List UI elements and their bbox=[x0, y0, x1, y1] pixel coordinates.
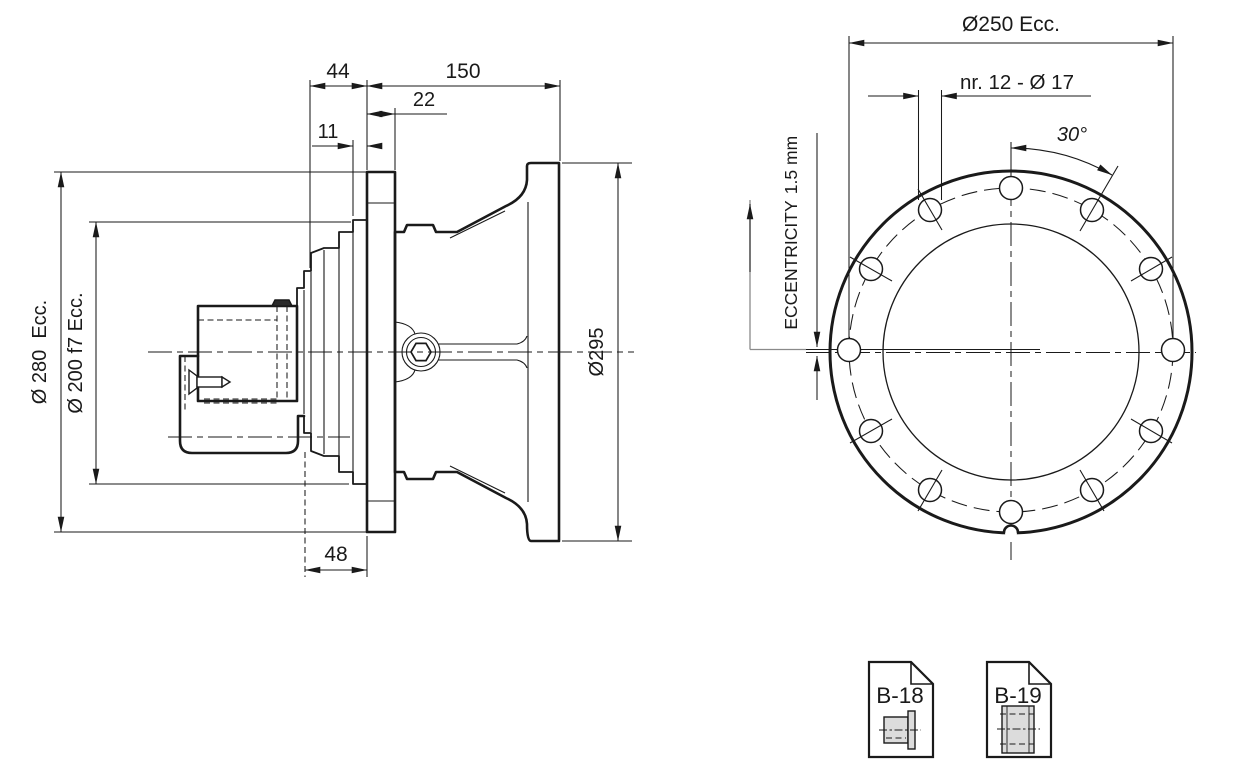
step-profile-upper bbox=[296, 219, 367, 306]
page-fold-icon bbox=[1028, 662, 1051, 685]
hub-hidden-lines bbox=[184, 306, 288, 412]
dim-label-11: 11 bbox=[318, 121, 339, 143]
dim-label-holes: nr. 12 - Ø 17 bbox=[960, 71, 1074, 94]
dim-label-d280: Ø 280 Ecc. bbox=[29, 300, 51, 405]
eccentric-hub-section bbox=[196, 304, 299, 403]
hole-radial-marks bbox=[849, 165, 1173, 512]
bell-housing-outline bbox=[393, 161, 561, 543]
side-view-dimensions: 44 150 22 11 48 Ø 280 Ecc. Ø 200 f7 Ecc.… bbox=[29, 60, 632, 577]
page-fold-icon bbox=[910, 662, 933, 685]
dim-label-d295: Ø295 bbox=[586, 328, 608, 377]
retaining-ring-tab bbox=[270, 299, 294, 307]
bolt-hole bbox=[836, 337, 862, 363]
eccentricity-label: ECCENTRICITY bbox=[781, 200, 801, 330]
dim-arc-30deg bbox=[1010, 144, 1113, 176]
dim-label-150: 150 bbox=[445, 60, 480, 83]
front-view: Ø250 Ecc. nr. 12 - Ø 17 30° ECCENTRICITY… bbox=[746, 13, 1196, 560]
flange-inner-circle bbox=[882, 223, 1140, 481]
dim-label-22: 22 bbox=[413, 89, 435, 111]
front-view-dimensions: Ø250 Ecc. nr. 12 - Ø 17 30° ECCENTRICITY… bbox=[781, 13, 1174, 400]
notch-mask bbox=[1005, 527, 1017, 539]
hex-screw-boss bbox=[394, 321, 528, 383]
bolt-hole bbox=[1160, 337, 1186, 363]
reference-page-b19[interactable]: B-19 bbox=[985, 660, 1053, 759]
side-view: 44 150 22 11 48 Ø 280 Ecc. Ø 200 f7 Ecc.… bbox=[29, 60, 634, 577]
bell-inner-wall-top bbox=[449, 210, 506, 239]
reference-label-b18: B-18 bbox=[876, 683, 924, 708]
bottom-notch bbox=[1002, 524, 1020, 534]
dim-label-d250: Ø250 Ecc. bbox=[962, 13, 1060, 36]
reference-label-b19: B-19 bbox=[994, 683, 1042, 708]
dim-label-30deg: 30° bbox=[1057, 124, 1087, 146]
dim-label-44: 44 bbox=[326, 60, 350, 83]
step-profile-lower bbox=[303, 416, 367, 485]
bolt-hole bbox=[998, 175, 1024, 201]
reference-page-b18[interactable]: B-18 bbox=[867, 660, 935, 759]
bolt-hole bbox=[998, 499, 1024, 525]
dim-label-48: 48 bbox=[324, 543, 347, 566]
dim-label-d200: Ø 200 f7 Ecc. bbox=[65, 292, 87, 413]
part-thumbnail-b18 bbox=[879, 710, 921, 750]
step-cylinder-edges bbox=[303, 222, 354, 482]
housing-lower-outline bbox=[178, 354, 306, 455]
reference-pages: B-18 B-19 bbox=[867, 660, 1053, 759]
hex-socket-icon bbox=[410, 342, 432, 362]
countersunk-screw bbox=[188, 368, 232, 396]
part-thumbnail-b19 bbox=[997, 705, 1040, 754]
bell-inner-wall-bottom bbox=[449, 465, 506, 494]
eccentricity-value: 1.5 mm bbox=[781, 136, 801, 194]
